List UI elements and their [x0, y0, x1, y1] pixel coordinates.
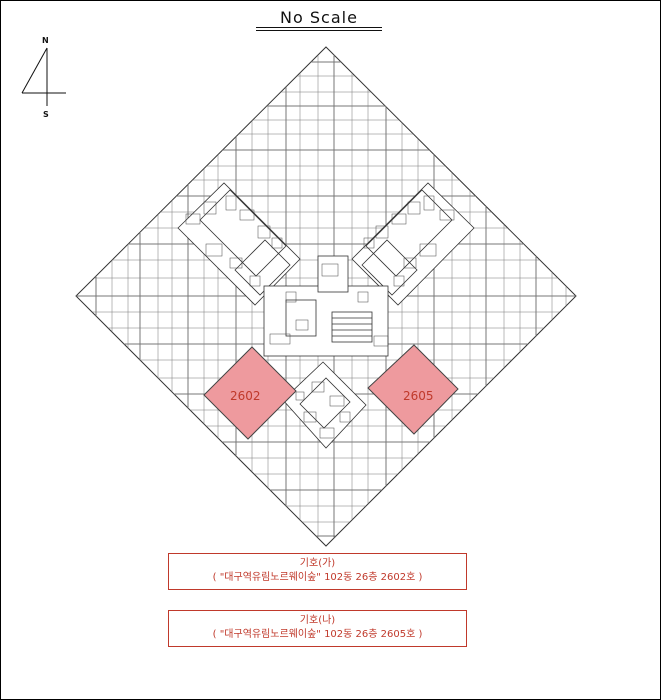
compass-icon — [21, 47, 66, 106]
room-detail — [391, 213, 407, 225]
scale-title: No Scale — [280, 8, 358, 27]
room-detail — [393, 275, 405, 287]
room-detail — [205, 243, 223, 257]
room-detail — [373, 335, 389, 347]
unit-2602-highlight[interactable] — [203, 346, 297, 440]
bottom-wing — [282, 361, 367, 449]
room-detail — [319, 427, 335, 439]
legend-ga-symbol: 기호(가) — [299, 558, 336, 569]
room-detail — [225, 195, 237, 211]
title-underline-top — [256, 27, 382, 28]
room-detail — [329, 395, 345, 407]
room-detail — [285, 291, 297, 303]
room-detail — [295, 391, 305, 401]
unit-2605-highlight[interactable] — [367, 344, 459, 435]
room-detail — [321, 263, 339, 277]
room-details — [185, 195, 455, 439]
room-detail — [339, 411, 351, 423]
left-wing — [177, 182, 301, 306]
room-detail — [439, 209, 455, 221]
room-detail — [257, 225, 271, 239]
room-detail — [249, 275, 261, 287]
room-detail — [269, 333, 291, 345]
room-detail — [295, 319, 309, 331]
room-detail — [375, 225, 389, 239]
room-detail — [239, 209, 255, 221]
legend-box-na: 기호(나) ( "대구역유림노르웨이숲" 102동 26층 2605호 ) — [168, 610, 467, 647]
room-detail — [423, 195, 435, 211]
unit-2602-label: 2602 — [230, 389, 261, 403]
site-boundary — [75, 46, 577, 547]
compass-north-label: N — [42, 36, 49, 45]
legend-ga-detail: ( "대구역유림노르웨이숲" 102동 26층 2602호 ) — [212, 572, 423, 583]
title-underline-bottom — [256, 30, 382, 31]
legend-box-ga: 기호(가) ( "대구역유림노르웨이숲" 102동 26층 2602호 ) — [168, 553, 467, 590]
room-detail — [363, 237, 375, 249]
room-detail — [203, 201, 217, 215]
compass-south-label: S — [43, 110, 49, 119]
room-detail — [229, 257, 243, 269]
room-detail — [311, 381, 325, 393]
room-detail — [403, 257, 417, 269]
room-detail — [271, 237, 283, 249]
legend-na-symbol: 기호(나) — [299, 615, 336, 626]
room-detail — [407, 201, 421, 215]
room-detail — [357, 291, 369, 303]
room-detail — [185, 213, 201, 225]
unit-2605-label: 2605 — [403, 389, 434, 403]
room-detail — [303, 411, 317, 423]
legend-na-detail: ( "대구역유림노르웨이숲" 102동 26층 2605호 ) — [212, 629, 423, 640]
central-core — [263, 255, 389, 357]
room-detail — [419, 243, 437, 257]
